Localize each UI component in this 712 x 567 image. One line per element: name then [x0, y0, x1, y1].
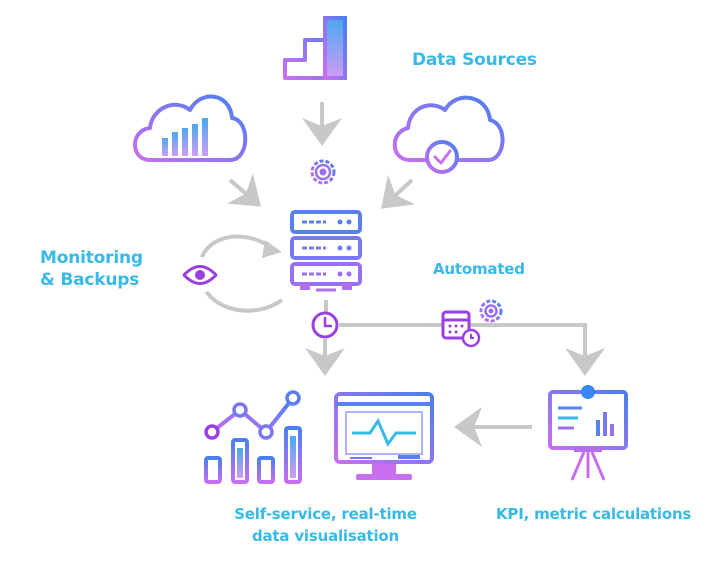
label-data-sources: Data Sources	[412, 50, 537, 70]
label-self-service: Self-service, real-time data visualisati…	[218, 503, 433, 547]
label-self-service-line2: data visualisation	[251, 527, 400, 545]
arrow-cloud-right	[381, 175, 416, 209]
label-kpi: KPI, metric calculations	[496, 505, 692, 523]
label-monitoring: Monitoring & Backups	[40, 247, 143, 291]
kpi-board-icon	[548, 385, 628, 481]
label-self-service-line1: Self-service, real-time	[234, 505, 417, 523]
arrow-cloud-left	[226, 173, 262, 207]
label-automated: Automated	[433, 260, 525, 278]
server-icon	[290, 210, 362, 292]
eye-icon	[182, 257, 218, 293]
monitor-dashboard-icon	[334, 392, 434, 480]
label-monitoring-line2: & Backups	[40, 270, 140, 290]
automation-gear-icon	[479, 299, 503, 323]
cloud-analytics-icon	[133, 94, 248, 162]
cloud-check-icon	[392, 95, 505, 174]
analytics-chart-icon	[204, 390, 302, 484]
gear-icon	[310, 159, 336, 185]
clock-icon	[311, 311, 339, 339]
arrow-clock-to-kpi	[338, 323, 605, 376]
calendar-icon	[441, 310, 481, 348]
label-monitoring-line1: Monitoring	[40, 248, 143, 268]
bar-chart-icon	[283, 16, 347, 80]
